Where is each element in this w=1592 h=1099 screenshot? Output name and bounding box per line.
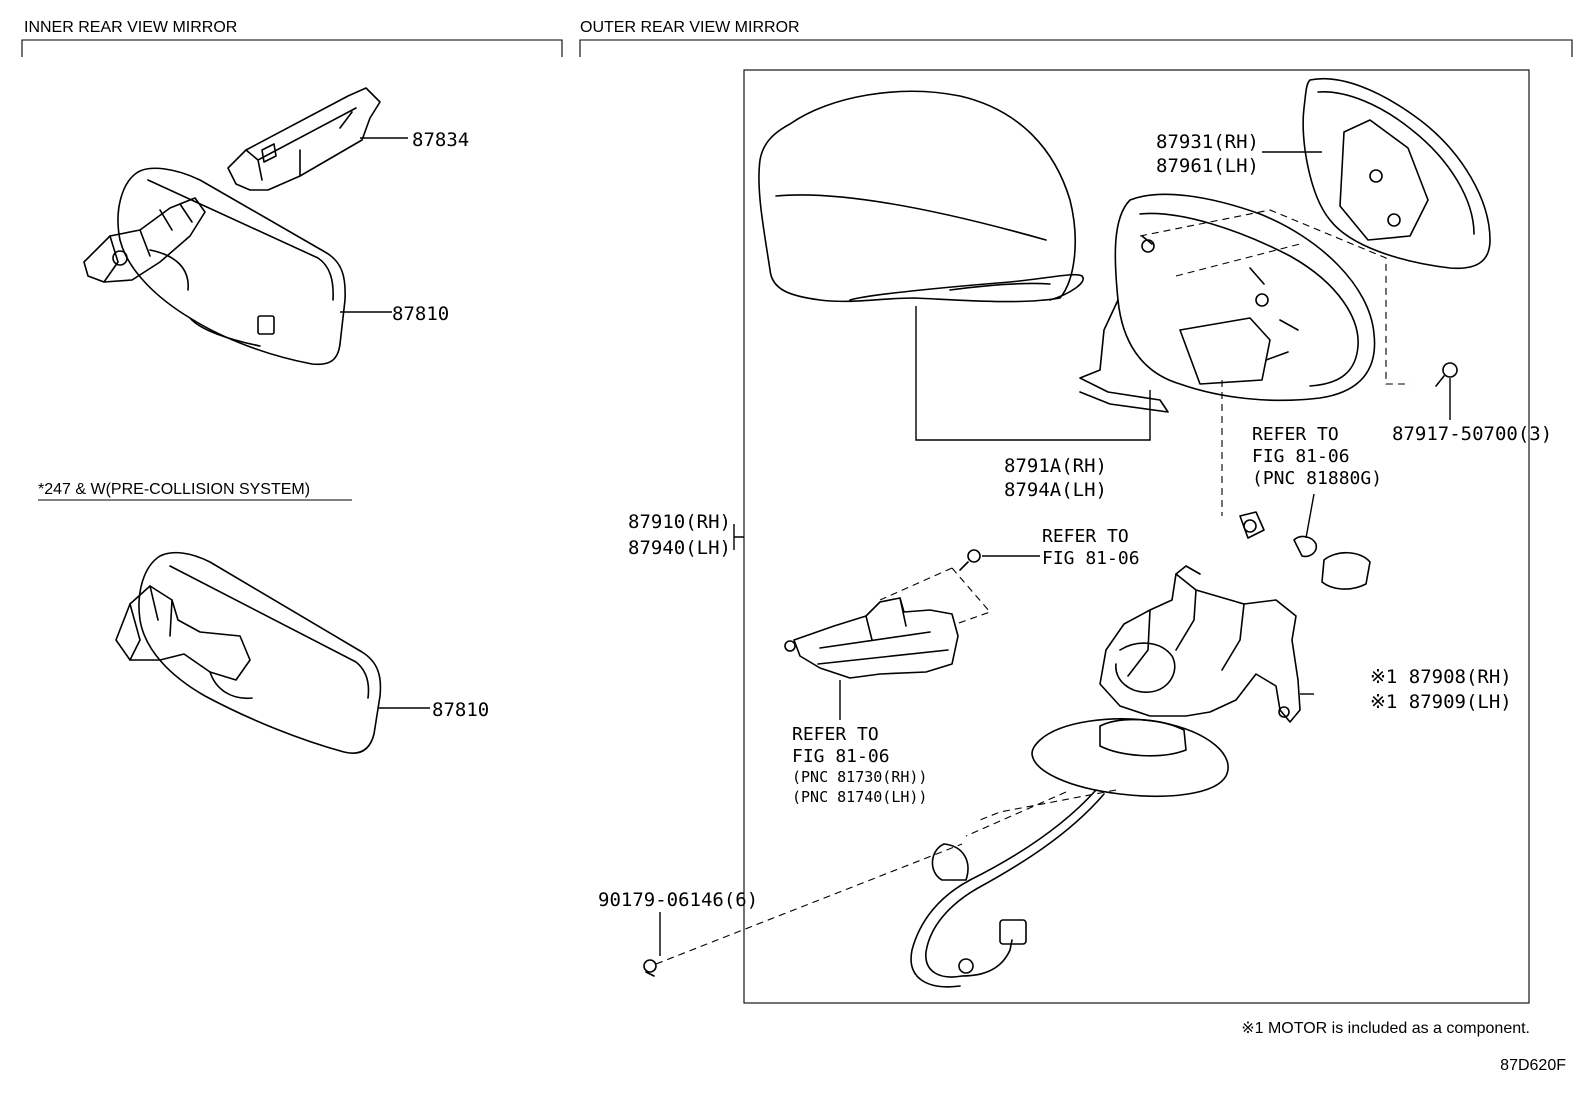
- screw-87917: [1435, 362, 1458, 387]
- outer-section-bracket: [579, 39, 1573, 57]
- callout-87908: ※1 87908(RH): [1370, 666, 1512, 688]
- refer-81880g-line2: FIG 81-06: [1252, 446, 1350, 467]
- leader-8791A: [915, 306, 1151, 441]
- refer-screw-line1: REFER TO: [1042, 526, 1129, 547]
- callout-90179: 90179-06146(6): [598, 889, 758, 911]
- turn-signal-lens: [1321, 551, 1371, 590]
- outer-mirror-cover: [758, 90, 1084, 303]
- leader-refer-81880G: [1305, 493, 1315, 539]
- refer-side-lamp-line2: FIG 81-06: [792, 746, 890, 767]
- refer-side-lamp-line4: (PNC 81740(LH)): [792, 788, 927, 806]
- outer-mirror-housing: [1079, 193, 1376, 413]
- callout-87910: 87910(RH): [628, 511, 731, 533]
- callout-87810-a: 87810: [392, 303, 449, 325]
- inner-rear-view-mirror-a: [83, 167, 346, 366]
- callout-87810-b: 87810: [432, 699, 489, 721]
- refer-side-lamp-line1: REFER TO: [792, 724, 879, 745]
- mirror-actuator-motor: [1099, 565, 1301, 723]
- callout-87909: ※1 87909(LH): [1370, 691, 1512, 713]
- housing-screw-dashes: [1139, 209, 1410, 385]
- refer-screw-line2: FIG 81-06: [1042, 548, 1140, 569]
- inner-rear-view-mirror-b: [115, 551, 382, 754]
- refer-81880g-line3: (PNC 81880G): [1252, 468, 1382, 489]
- callout-87931: 87931(RH): [1156, 131, 1259, 153]
- side-turn-signal-lamp: [784, 597, 959, 679]
- callout-87917: 87917-50700(3): [1392, 423, 1552, 445]
- side-lamp-screw: [959, 549, 981, 571]
- variant-note: *247 & W(PRE-COLLISION SYSTEM): [38, 481, 310, 498]
- outer-mirror-glass: [1302, 77, 1491, 270]
- refer-81880g-line1: REFER TO: [1252, 424, 1339, 445]
- leader-87910: [733, 524, 744, 550]
- inner-section-title: INNER REAR VIEW MIRROR: [24, 19, 237, 36]
- turn-signal-socket: [1239, 511, 1265, 539]
- callout-87961: 87961(LH): [1156, 155, 1259, 177]
- mirror-base-plate: [1031, 718, 1229, 798]
- inner-mirror-mount-bracket: [227, 87, 381, 191]
- motor-footnote: ※1 MOTOR is included as a component.: [1241, 1020, 1530, 1037]
- screw-90179: [643, 959, 657, 977]
- turn-signal-bulb: [1293, 535, 1318, 558]
- outer-mirror-assembly-frame: [743, 69, 1530, 1004]
- screw-90179-dash: [655, 843, 963, 965]
- harness-dashes: [965, 789, 1117, 837]
- callout-87940: 87940(LH): [628, 537, 731, 559]
- diagram-code: 87D620F: [1500, 1057, 1566, 1074]
- callout-8794A: 8794A(LH): [1004, 479, 1107, 501]
- callout-87834: 87834: [412, 129, 469, 151]
- inner-section-bracket: [21, 39, 563, 57]
- outer-section-title: OUTER REAR VIEW MIRROR: [580, 19, 800, 36]
- refer-side-lamp-line3: (PNC 81730(RH)): [792, 768, 927, 786]
- side-lamp-dashes: [879, 567, 991, 625]
- mirror-wire-harness: [910, 789, 1105, 988]
- housing-dash-2: [1175, 243, 1301, 277]
- callout-8791A: 8791A(RH): [1004, 455, 1107, 477]
